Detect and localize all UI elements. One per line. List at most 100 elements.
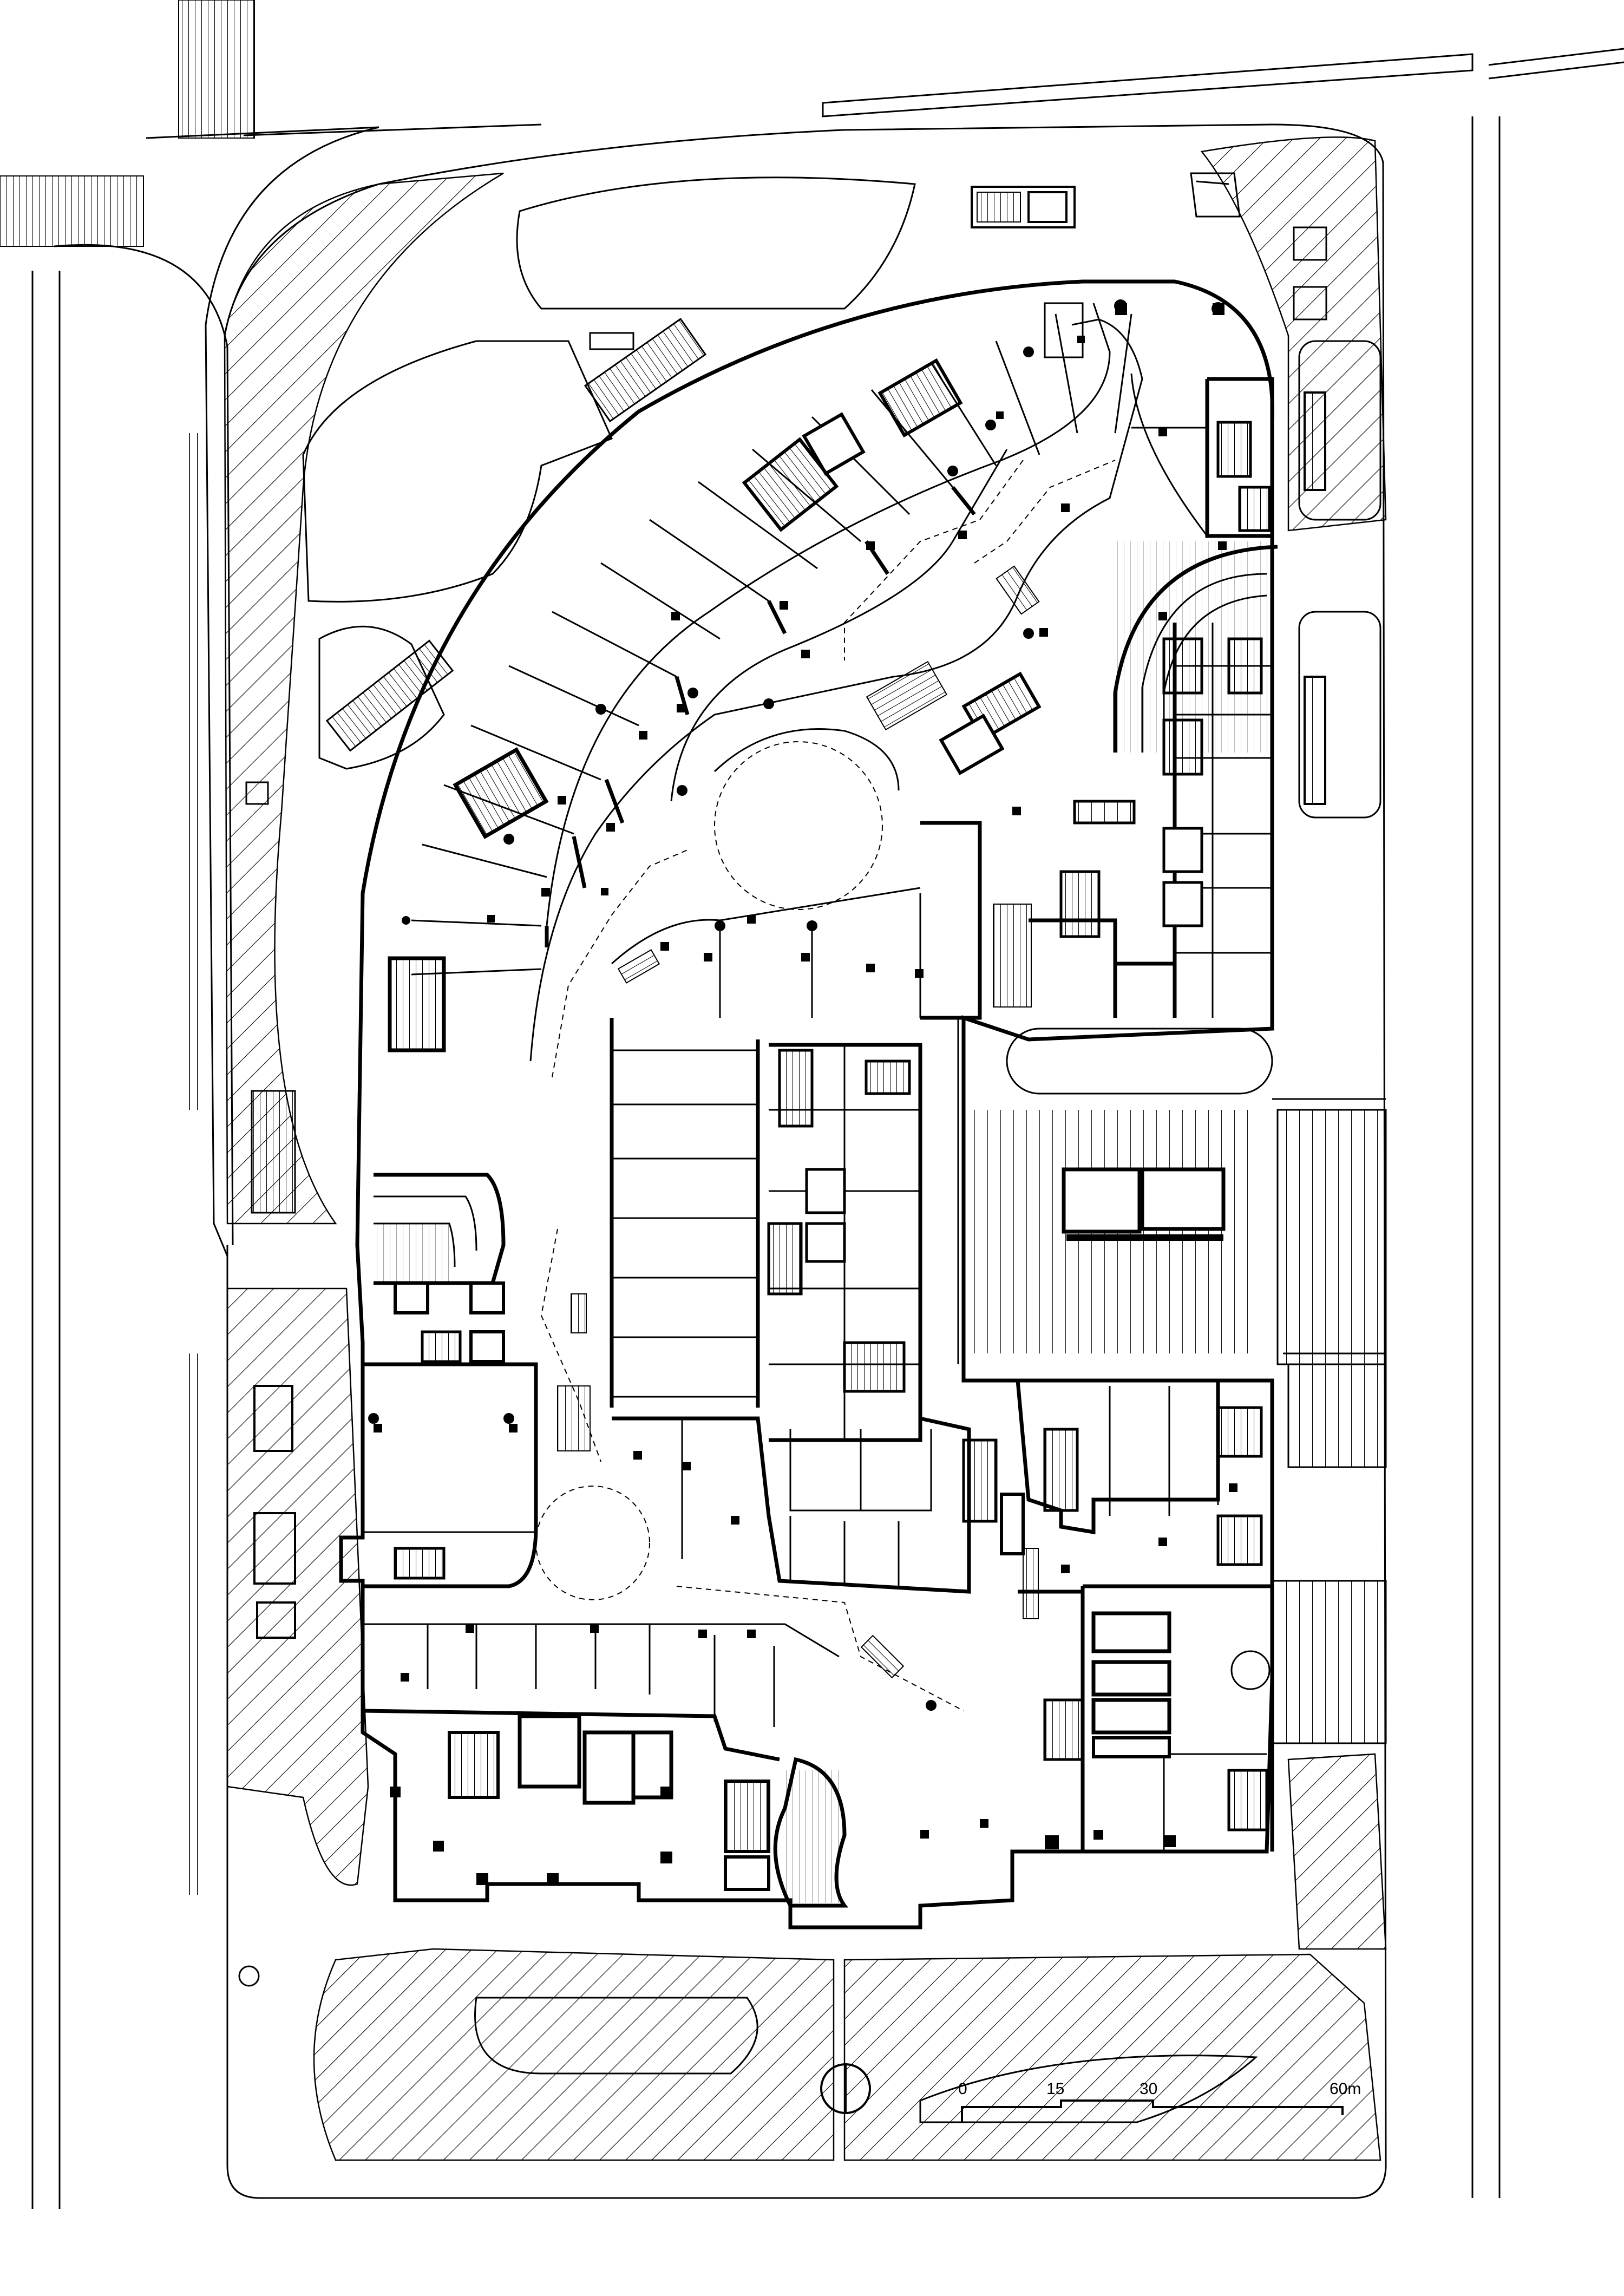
parking-edges: [957, 1018, 1386, 1364]
core-se-stair-3: [1216, 1514, 1263, 1566]
vent-sw-1: [253, 1385, 293, 1452]
anchor-store-southwest: [363, 1362, 538, 1588]
stair-pavilion-west: [251, 1090, 296, 1214]
scale-bar: 0 15 30 60m: [958, 2080, 1361, 2122]
escalator-4: [571, 1293, 587, 1333]
plaza-island-south: [474, 1997, 758, 2075]
core-east-1: [1162, 637, 1203, 695]
stores-north-central: [611, 887, 921, 1018]
core-sw-elev-1: [394, 1281, 429, 1314]
southeast-shops-front: [1016, 1380, 1220, 1535]
core-elev-n1: [802, 412, 866, 476]
roundabout-island-east: [1006, 1028, 1273, 1095]
core-se-stair-1: [1043, 1428, 1079, 1512]
vents-northeast: [1293, 226, 1327, 320]
scale-tick-30: 30: [1140, 2080, 1157, 2098]
atrium-round-south: [535, 1486, 650, 1600]
core-south-elev-2: [582, 1730, 636, 1805]
street-context: [0, 0, 1624, 2209]
south-central-block: [612, 1416, 971, 1594]
drop-off-island-2: [1298, 611, 1381, 819]
core-east-2: [1162, 718, 1203, 776]
core-northeast-2: [1238, 486, 1271, 532]
landscape-southeast: [843, 1953, 1381, 2161]
path-spine-2: [540, 1228, 601, 1462]
core-se-stair-2: [1216, 1406, 1263, 1458]
core-se-stair-5: [1043, 1698, 1084, 1761]
east-tower-partitions: [1175, 623, 1272, 1018]
plaza-island-west: [318, 625, 445, 770]
building-footprint: [339, 279, 1274, 1929]
escalator-pavilion-west: [325, 639, 454, 752]
core-central-2: [767, 1222, 803, 1296]
escalator-1: [996, 565, 1040, 615]
core-northeast-1: [1216, 421, 1252, 478]
scale-tick-60m: 60m: [1330, 2080, 1361, 2098]
atrium-round-north: [714, 741, 883, 910]
bike-rack-1: [1304, 391, 1326, 491]
core-elev-n3: [939, 714, 1005, 775]
core-se-elev-5: [1000, 1493, 1025, 1555]
core-se-elev-2: [1091, 1660, 1171, 1697]
escalator-6: [860, 1634, 905, 1679]
drop-off-island-1: [1298, 340, 1381, 521]
core-sw-stair: [421, 1330, 462, 1363]
northeast-core-box: [1205, 377, 1274, 538]
scale-bar-line: [961, 2099, 1344, 2115]
shop-partitions-north: [411, 313, 1132, 976]
core-south-2: [724, 1780, 770, 1853]
core-stair-nw: [453, 747, 549, 839]
core-stair-n2: [742, 437, 839, 532]
tree-south: [238, 1965, 260, 1987]
landscape-southwest-strip: [226, 1287, 369, 1886]
core-sw-elev-3: [469, 1330, 505, 1363]
street-curb-east: [1471, 116, 1501, 2198]
path-spine-1: [552, 849, 688, 1078]
ramp-sw-outer: [374, 1173, 506, 1285]
vent-sw-2: [253, 1512, 296, 1585]
median-north: [822, 53, 1474, 117]
core-central-elev-1: [805, 1168, 846, 1214]
core-se-elev-4: [1092, 1736, 1171, 1758]
plaza-island-northwest: [302, 340, 613, 603]
shop-partitions-central: [612, 1049, 758, 1398]
cores: [388, 358, 1271, 1891]
east-parking: [957, 1018, 1387, 1744]
main-concourse-north: [529, 318, 1143, 1062]
round-stair-se: [1230, 1650, 1271, 1690]
scale-tick-15: 15: [1046, 2080, 1064, 2098]
path-spine-5: [844, 460, 1024, 660]
anchor-store-east: [920, 821, 982, 1020]
core-south-elev-1: [518, 1714, 581, 1789]
core-sw-elev-2: [469, 1281, 505, 1314]
core-south-1: [448, 1731, 500, 1799]
northeast-kiosk: [1044, 302, 1084, 358]
path-spine-4: [974, 460, 1116, 564]
vent-sw-3: [256, 1601, 296, 1639]
escalator-7: [1023, 1548, 1039, 1619]
core-se-stair-4: [1227, 1769, 1268, 1831]
escalator-3: [617, 949, 660, 984]
escalator-2: [866, 660, 948, 731]
concourse-edge: [546, 303, 1111, 926]
plaza-island-north: [516, 176, 916, 310]
shop-partitions-south: [363, 1623, 840, 1727]
kiosk-north: [971, 186, 1076, 228]
site-landscape: [224, 123, 1387, 2199]
south-central-partitions: [681, 1418, 932, 1586]
core-east-6: [1059, 870, 1101, 938]
core-east-5: [1227, 637, 1263, 695]
core-central-3: [843, 1341, 906, 1393]
structural-columns: [368, 299, 1237, 1885]
core-sw-stair-2: [394, 1547, 446, 1580]
shop-fronts-north: [545, 486, 976, 947]
core-central-4: [865, 1059, 911, 1095]
core-east-4: [1162, 881, 1203, 927]
plaza-islands: [238, 172, 1381, 2123]
escalator-pavilion-north: [584, 318, 707, 423]
site-boundary: [224, 123, 1387, 2199]
landscape-northeast: [1200, 136, 1387, 532]
restroom-east: [1073, 800, 1136, 825]
north-arrow: [820, 2063, 871, 2114]
